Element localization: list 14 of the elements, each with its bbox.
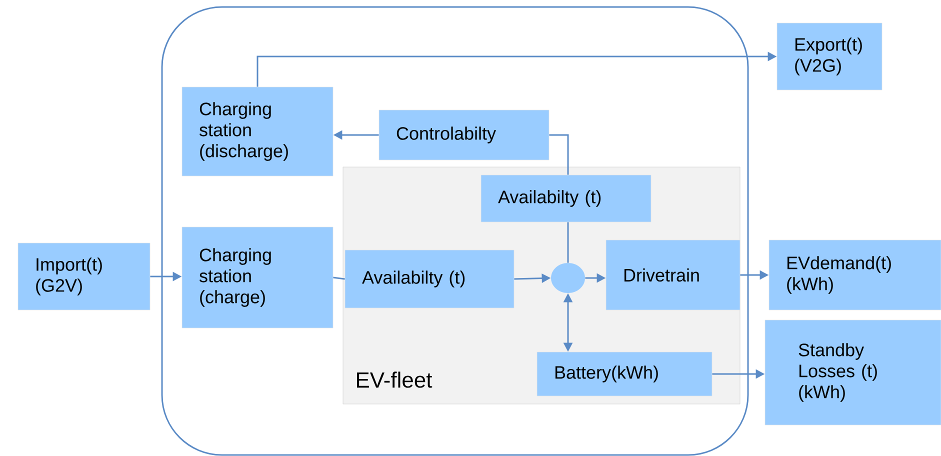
battery-box: Battery(kWh)	[536, 352, 712, 396]
junction-circle	[551, 263, 585, 293]
output-box: EVdemand(t) (kWh)	[768, 240, 941, 310]
drivetrain-box: Drivetrain	[606, 240, 740, 310]
station-box: Charging station (discharge)	[182, 86, 334, 176]
arrow	[549, 134, 569, 175]
availability-box: Availabilty (t)	[480, 174, 652, 222]
control-box: Controlabilty	[378, 110, 550, 160]
output-box: Export(t) (V2G)	[776, 22, 882, 90]
input-box: Import(t) (G2V)	[18, 242, 150, 310]
station-box: Charging station (charge)	[182, 226, 334, 328]
container-box	[161, 6, 749, 456]
availability-box: Availabilty (t)	[344, 250, 514, 308]
output-box: Standby Losses (t) (kWh)	[764, 320, 941, 426]
